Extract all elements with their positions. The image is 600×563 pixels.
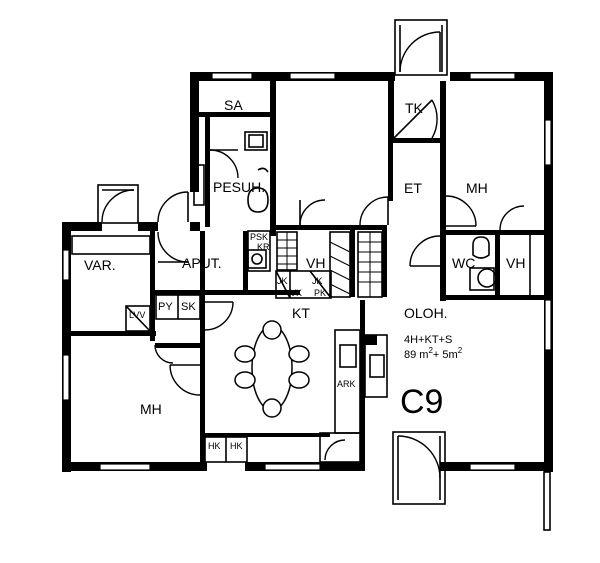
built-ins <box>71 230 388 463</box>
label-ark: ARK <box>337 379 356 389</box>
label-vh-right: VH <box>506 255 525 271</box>
label-jk-2: JK <box>312 276 323 286</box>
label-lvv: LVV <box>129 310 145 320</box>
label-vk: VK <box>290 288 302 298</box>
interior-walls <box>71 81 544 465</box>
label-sa: SA <box>224 97 243 113</box>
label-kt: KT <box>292 305 310 321</box>
hatched-areas <box>193 164 383 298</box>
label-aput: APUT. <box>182 255 222 271</box>
label-jk-1: JK <box>277 276 288 286</box>
label-mh-left: MH <box>140 401 162 417</box>
label-sk: SK <box>181 301 196 313</box>
label-hk-1: HK <box>208 441 221 451</box>
apartment-type: 4H+KT+S <box>404 334 452 346</box>
room-labels: SA TK PESUH. ET MH VAR. APUT. VH WC VH P… <box>84 97 525 451</box>
label-et: ET <box>404 180 422 196</box>
label-tk: TK <box>405 100 424 116</box>
label-py: PY <box>158 301 173 313</box>
doors <box>97 19 551 531</box>
label-var: VAR. <box>84 257 116 273</box>
apartment-code: C9 <box>400 383 443 421</box>
windows <box>62 72 552 471</box>
apartment-info: 4H+KT+S 89 m2+ 5m2 C9 <box>400 334 463 421</box>
dining-table <box>234 320 310 418</box>
label-hk-2: HK <box>230 441 243 451</box>
bath-fixtures <box>244 131 531 295</box>
label-psk: PSK <box>250 232 268 242</box>
apartment-area: 89 m2+ 5m2 <box>404 346 463 361</box>
label-pk: PK <box>314 288 326 298</box>
label-oloh: OLOH. <box>404 305 448 321</box>
label-mh-top: MH <box>466 180 488 196</box>
label-vh-mid: VH <box>306 255 325 271</box>
label-pesuh: PESUH. <box>213 179 265 195</box>
label-kr: KR <box>257 242 270 252</box>
label-wc: WC <box>452 255 475 271</box>
